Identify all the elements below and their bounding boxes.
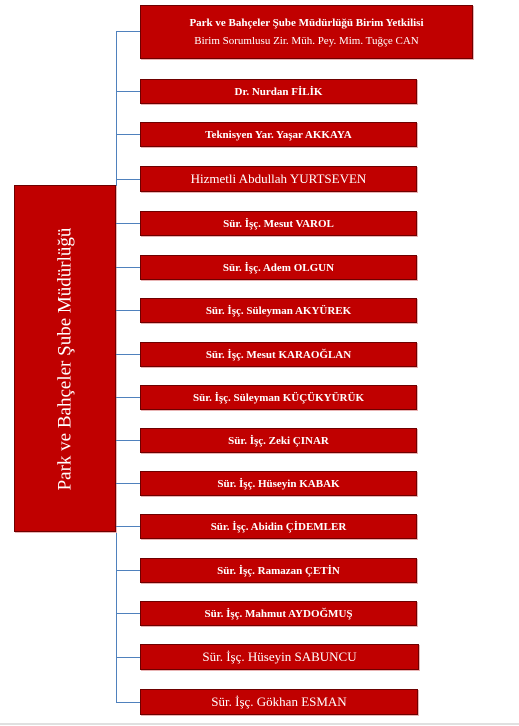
head-title: Park ve Bahçeler Şube Müdürlüğü Birim Ye… [189,17,424,29]
member-box: Dr. Nurdan FİLİK [140,79,417,104]
member-name: Sür. İşç. Abidin ÇİDEMLER [210,520,347,533]
member-connector [116,702,140,703]
head-subtitle: Birim Sorumlusu Zir. Müh. Pey. Mim. Tuğç… [194,35,419,47]
member-connector [116,310,140,311]
member-name: Sür. İşç. Hüseyin SABUNCU [202,649,357,664]
member-name: Sür. İşç. Zeki ÇINAR [228,434,329,447]
member-connector [116,179,140,180]
member-connector [116,657,140,658]
member-box: Sür. İşç. Mahmut AYDOĞMUŞ [140,601,417,626]
member-box: Sür. İşç. Hüseyin SABUNCU [140,644,419,670]
member-box: Teknisyen Yar. Yaşar AKKAYA [140,122,417,147]
member-box: Hizmetli Abdullah YURTSEVEN [140,166,417,192]
member-name: Dr. Nurdan FİLİK [234,85,323,98]
member-connector [116,526,140,527]
member-name: Sür. İşç. Süleyman AKYÜREK [205,304,352,317]
member-name: Sür. İşç. Süleyman KÜÇÜKYÜRÜK [192,391,365,404]
member-name: Sür. İşç. Mahmut AYDOĞMUŞ [204,607,353,620]
member-box: Sür. İşç. Mesut KARAOĞLAN [140,342,417,367]
member-box: Sür. İşç. Ramazan ÇETİN [140,558,417,583]
member-name: Sür. İşç. Adem OLGUN [222,261,335,274]
member-connector [116,570,140,571]
member-box: Sür. İşç. Süleyman KÜÇÜKYÜRÜK [140,385,417,410]
member-box: Sür. İşç. Hüseyin KABAK [140,471,417,496]
member-name: Hizmetli Abdullah YURTSEVEN [190,171,367,186]
member-name: Teknisyen Yar. Yaşar AKKAYA [205,128,352,141]
member-connector [116,354,140,355]
page-bottom-rule [0,723,519,725]
member-connector [116,223,140,224]
head-box: Park ve Bahçeler Şube Müdürlüğü Birim Ye… [140,5,473,59]
member-name: Sür. İşç. Mesut VAROL [223,217,334,230]
member-name: Sür. İşç. Hüseyin KABAK [217,477,340,490]
department-box: Park ve Bahçeler Şube Müdürlüğü [14,185,116,532]
member-box: Sür. İşç. Zeki ÇINAR [140,428,417,453]
member-name: Sür. İşç. Gökhan ESMAN [211,694,347,709]
member-connector [116,134,140,135]
member-connector [116,613,140,614]
member-connector [116,91,140,92]
member-connector [116,267,140,268]
member-name: Sür. İşç. Ramazan ÇETİN [217,564,340,577]
member-connector [116,397,140,398]
member-name: Sür. İşç. Mesut KARAOĞLAN [205,348,352,361]
trunk-line [116,31,117,702]
department-label: Park ve Bahçeler Şube Müdürlüğü [54,227,75,490]
member-connector [116,440,140,441]
member-box: Sür. İşç. Gökhan ESMAN [140,689,418,715]
head-connector [116,31,140,32]
member-box: Sür. İşç. Mesut VAROL [140,211,417,236]
member-box: Sür. İşç. Süleyman AKYÜREK [140,298,417,323]
member-box: Sür. İşç. Adem OLGUN [140,255,417,280]
member-connector [116,483,140,484]
member-box: Sür. İşç. Abidin ÇİDEMLER [140,514,417,539]
